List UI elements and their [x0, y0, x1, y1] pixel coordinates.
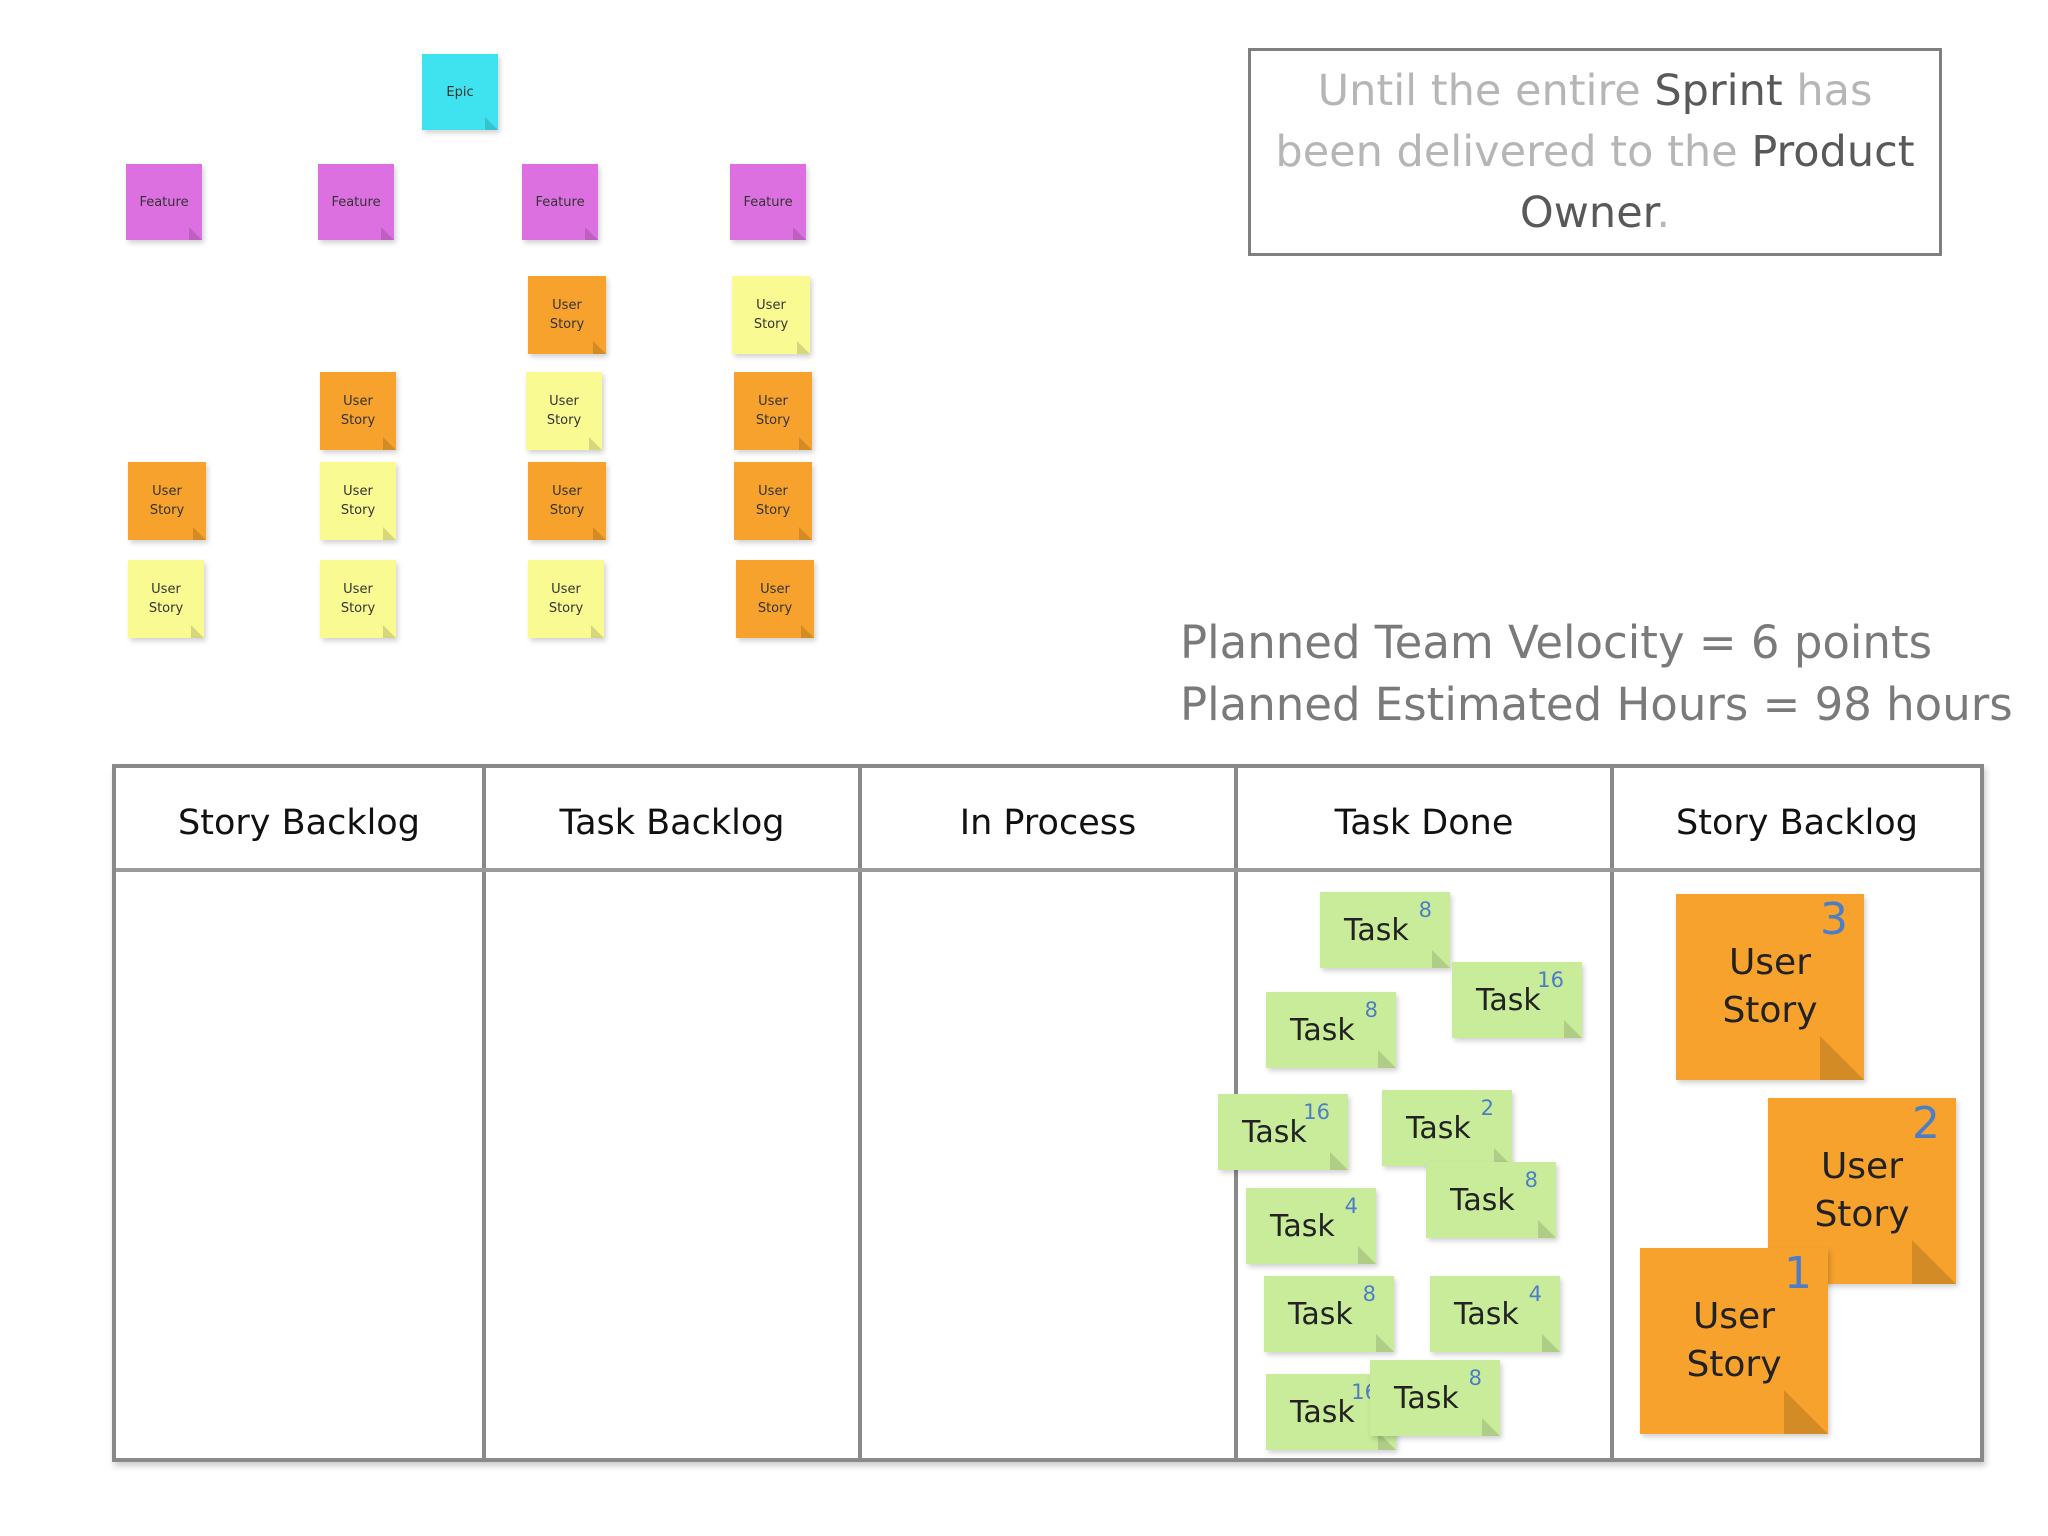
task-label: Task [1290, 1012, 1355, 1048]
task-hours: 4 [1344, 1194, 1358, 1218]
story-points: 3 [1820, 894, 1848, 945]
task-hours: 16 [1303, 1100, 1330, 1124]
task-note: Task 8 [1266, 992, 1396, 1068]
column-header-story-backlog: Story Backlog [178, 803, 420, 843]
feature-label: Feature [139, 194, 189, 210]
feature-label: Feature [535, 194, 585, 210]
feature-note: Feature [318, 164, 394, 240]
task-note: Task 4 [1430, 1276, 1560, 1352]
column-divider [1610, 768, 1614, 1458]
task-note: Task 8 [1264, 1276, 1394, 1352]
task-hours: 8 [1364, 998, 1378, 1022]
task-hours: 2 [1480, 1096, 1494, 1120]
feature-note: Feature [730, 164, 806, 240]
task-label: Task [1288, 1296, 1353, 1332]
story-points: 2 [1912, 1098, 1940, 1149]
definition-of-done-text: Until the entire Sprint has been deliver… [1275, 65, 1915, 238]
epic-label: Epic [446, 84, 474, 100]
feature-note: Feature [522, 164, 598, 240]
task-label: Task [1476, 982, 1541, 1018]
feature-label: Feature [743, 194, 793, 210]
feature-label: Feature [331, 194, 381, 210]
task-hours: 16 [1537, 968, 1564, 992]
column-header-story-done: Story Backlog [1676, 803, 1918, 843]
task-label: Task [1242, 1114, 1307, 1150]
column-header-task-done: Task Done [1334, 803, 1514, 843]
task-hours: 8 [1362, 1282, 1376, 1306]
column-divider [858, 768, 862, 1458]
column-divider [482, 768, 486, 1458]
column-header-task-backlog: Task Backlog [559, 803, 785, 843]
task-note: Task 8 [1320, 892, 1450, 968]
task-hours: 8 [1524, 1168, 1538, 1192]
task-label: Task [1450, 1182, 1515, 1218]
task-label: Task [1270, 1208, 1335, 1244]
column-header-in-process: In Process [959, 803, 1137, 843]
epic-note: Epic [422, 54, 498, 130]
planned-velocity: Planned Team Velocity = 6 points [1180, 616, 1933, 669]
task-hours: 8 [1418, 898, 1432, 922]
task-note: Task 8 [1426, 1162, 1556, 1238]
feature-note: Feature [126, 164, 202, 240]
task-label: Task [1454, 1296, 1519, 1332]
definition-of-done-box: Until the entire Sprint has been deliver… [1248, 48, 1942, 256]
header-divider [116, 868, 1980, 872]
task-note: Task 4 [1246, 1188, 1376, 1264]
planned-hours: Planned Estimated Hours = 98 hours [1180, 678, 2013, 731]
task-label: Task [1344, 912, 1409, 948]
task-label: Task [1394, 1380, 1459, 1416]
task-note: Task 8 [1370, 1360, 1500, 1436]
task-label: Task [1406, 1110, 1471, 1146]
story-points: 1 [1784, 1248, 1812, 1299]
task-note: Task 2 [1382, 1090, 1512, 1166]
task-hours: 8 [1468, 1366, 1482, 1390]
task-hours: 4 [1528, 1282, 1542, 1306]
task-label: Task [1290, 1394, 1355, 1430]
task-board: Story Backlog Task Backlog In Process Ta… [112, 764, 1984, 1462]
